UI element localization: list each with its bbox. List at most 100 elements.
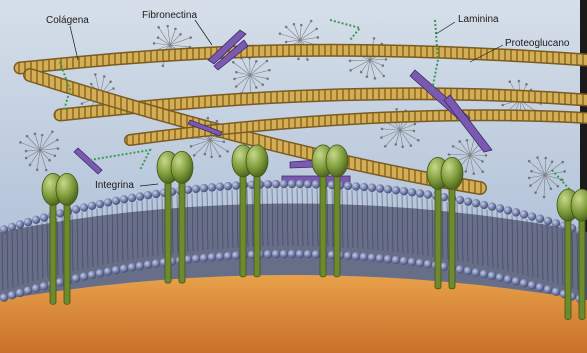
lipid-head (408, 258, 416, 266)
label-fibronectina: Fibronectina (142, 10, 197, 22)
lipid-head (368, 184, 376, 192)
lipid-head (344, 182, 352, 190)
lipid-head (208, 253, 216, 261)
lipid-head (232, 181, 240, 189)
lipid-head (304, 180, 312, 188)
lipid-head (72, 274, 80, 282)
lipid-head (552, 288, 560, 296)
lipid-head (40, 213, 48, 221)
lipid-head (464, 267, 472, 275)
label-integrina: Integrina (95, 180, 134, 192)
lipid-head (392, 256, 400, 264)
lipid-head (384, 255, 392, 263)
lipid-head (24, 218, 32, 226)
lipid-head (312, 180, 320, 188)
lipid-head (264, 250, 272, 258)
lipid-head (88, 202, 96, 210)
lipid-head (528, 212, 536, 220)
lipid-head (400, 257, 408, 265)
label-laminina: Laminina (458, 14, 499, 26)
lipid-head (0, 293, 8, 301)
lipid-head (312, 250, 320, 258)
lipid-head (112, 197, 120, 205)
label-proteoglucano: Proteoglucano (505, 38, 570, 50)
lipid-head (8, 223, 16, 231)
lipid-head (264, 180, 272, 188)
lipid-head (384, 185, 392, 193)
lipid-head (472, 199, 480, 207)
lipid-head (552, 219, 560, 227)
lipid-head (536, 215, 544, 223)
lipid-head (192, 255, 200, 263)
lipid-head (136, 192, 144, 200)
lipid-head (456, 265, 464, 273)
lipid-head (416, 189, 424, 197)
lipid-head (152, 190, 160, 198)
lipid-head (96, 269, 104, 277)
lipid-head (40, 282, 48, 290)
lipid-head (144, 191, 152, 199)
lipid-head (104, 198, 112, 206)
lipid-head (504, 275, 512, 283)
lipid-head (376, 254, 384, 262)
lipid-head (408, 188, 416, 196)
lipid-head (520, 279, 528, 287)
lipid-head (192, 185, 200, 193)
lipid-head (224, 252, 232, 260)
lipid-head (360, 253, 368, 261)
lipid-head (512, 277, 520, 285)
lipid-head (24, 286, 32, 294)
lipid-head (272, 180, 280, 188)
lipid-head (224, 182, 232, 190)
lipid-head (488, 202, 496, 210)
lipid-head (368, 253, 376, 261)
lipid-head (288, 250, 296, 258)
lipid-head (296, 180, 304, 188)
lipid-head (152, 259, 160, 267)
lipid-head (128, 194, 136, 202)
lipid-head (104, 267, 112, 275)
lipid-head (304, 250, 312, 258)
lipid-head (272, 250, 280, 258)
lipid-head (464, 197, 472, 205)
lipid-head (352, 182, 360, 190)
lipid-head (80, 203, 88, 211)
label-colagena: Colágena (46, 15, 89, 27)
lipid-head (80, 272, 88, 280)
lipid-head (32, 284, 40, 292)
lipid-head (504, 206, 512, 214)
lipid-head (96, 200, 104, 208)
lipid-head (16, 220, 24, 228)
lipid-head (416, 259, 424, 267)
lipid-head (424, 190, 432, 198)
lipid-head (496, 273, 504, 281)
lipid-head (496, 204, 504, 212)
lipid-head (528, 281, 536, 289)
lipid-head (208, 183, 216, 191)
lipid-head (16, 289, 24, 297)
lipid-head (472, 268, 480, 276)
lipid-head (216, 252, 224, 260)
lipid-head (120, 264, 128, 272)
lipid-head (232, 251, 240, 259)
lipid-head (216, 183, 224, 191)
lipid-head (360, 183, 368, 191)
lipid-head (8, 291, 16, 299)
lipid-head (136, 262, 144, 270)
lipid-head (488, 272, 496, 280)
lipid-head (352, 252, 360, 260)
lipid-head (32, 216, 40, 224)
lipid-head (392, 186, 400, 194)
lipid-head (120, 195, 128, 203)
lipid-head (56, 209, 64, 217)
lipid-head (480, 270, 488, 278)
lipid-head (456, 196, 464, 204)
lipid-head (512, 208, 520, 216)
lipid-head (200, 184, 208, 192)
lipid-head (344, 252, 352, 260)
lipid-head (112, 266, 120, 274)
lipid-head (520, 210, 528, 218)
lipid-head (400, 187, 408, 195)
